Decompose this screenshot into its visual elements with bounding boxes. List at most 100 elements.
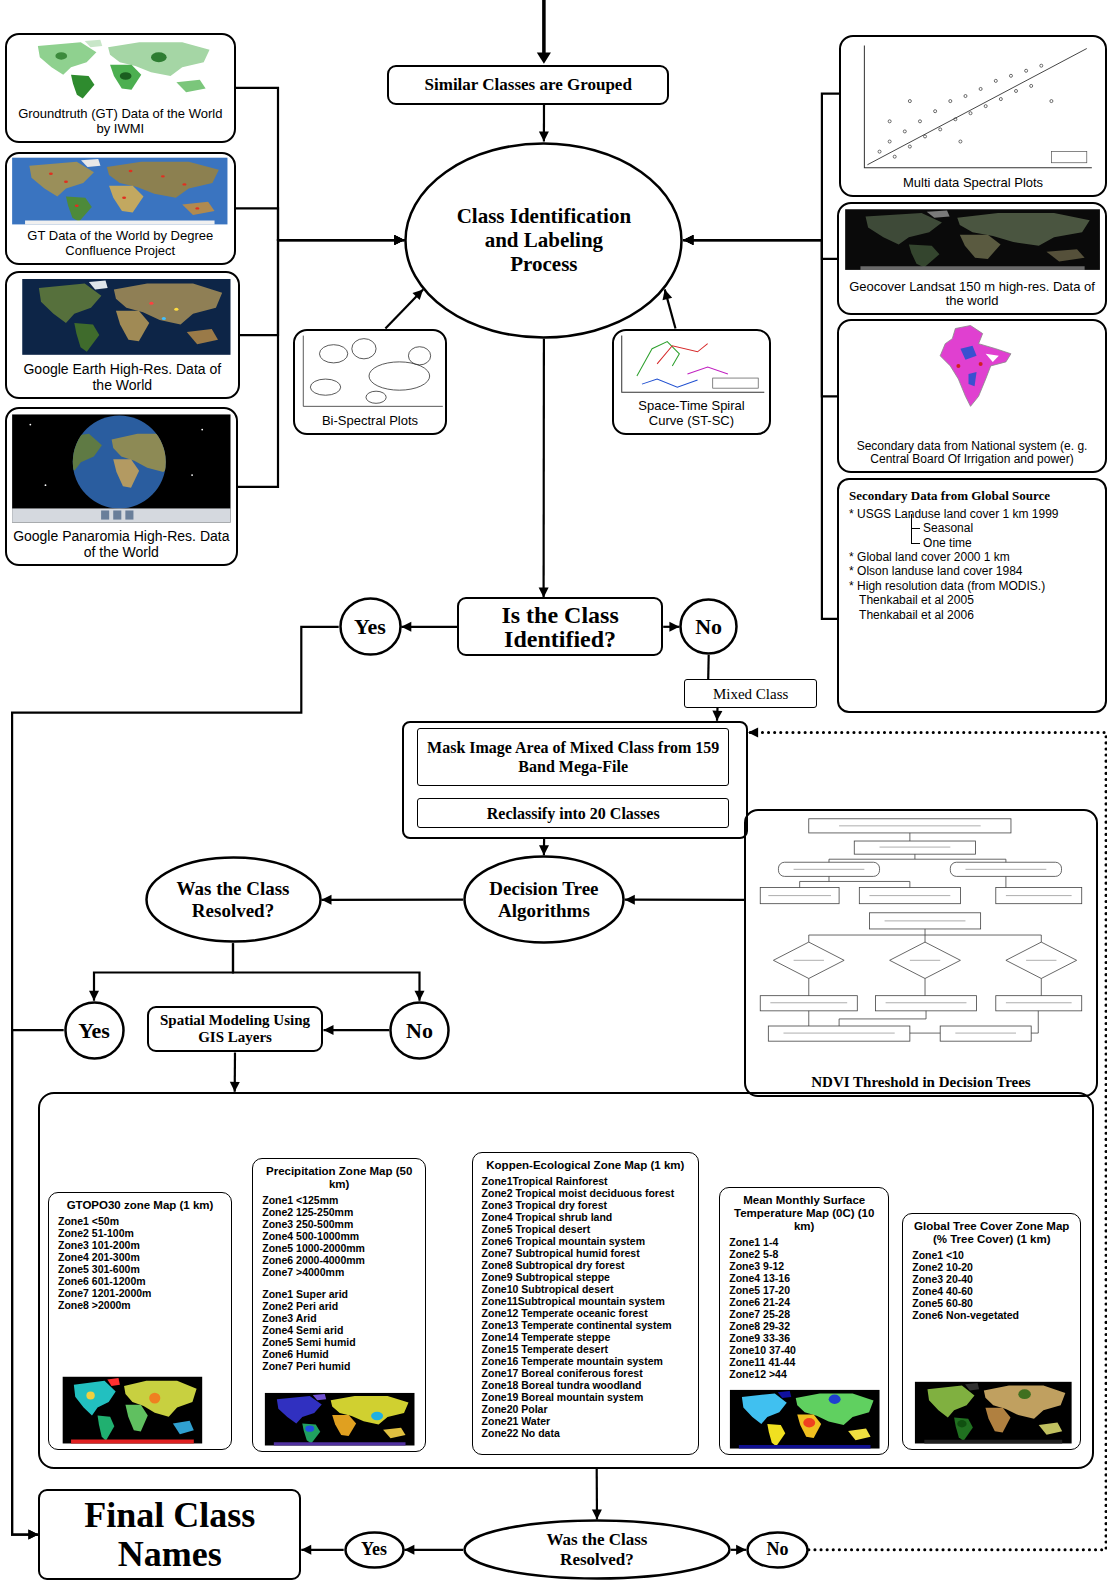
spectral-scatter-plot-part-part	[918, 120, 921, 123]
connector	[683, 235, 837, 259]
confluence-map-part	[129, 170, 133, 172]
ndvi-flowchart-part	[940, 1026, 1031, 1041]
connector-line	[236, 88, 405, 240]
connector-line	[683, 240, 837, 259]
data-source-panel: Google Earth High-Res. Data of the World	[5, 271, 240, 399]
node-label: Google Earth High-Res. Data of the World	[13, 361, 232, 393]
precipitation-thumbnail-part	[305, 1426, 314, 1432]
data-source-panel: Bi-Spectral Plots	[293, 329, 447, 435]
node-label: Bi-Spectral Plots	[322, 414, 418, 429]
node-label: Class Identification and Labeling Proces…	[454, 204, 634, 276]
ellipse-shape	[681, 600, 737, 654]
google-earth-map-part	[39, 284, 101, 323]
spectral-scatter-plot-part-part	[1050, 100, 1053, 103]
arrowhead	[712, 711, 722, 721]
spectral-scatter-plot-part-part	[903, 130, 906, 133]
node-label: Zone5 Semi humid	[258, 1336, 420, 1348]
arrowhead	[394, 235, 404, 245]
connector-line	[322, 899, 464, 901]
node-label: * High resolution data (from MODIS.)	[849, 579, 1045, 593]
ndvi-flowchart-part	[768, 826, 1071, 1033]
data-source-panel: Google Panaromia High-Res. Data of the W…	[5, 407, 238, 566]
precipitation-thumbnail-part	[383, 1428, 405, 1439]
connector	[236, 88, 405, 245]
ellipse-node: Was the Class Resolved?	[145, 856, 322, 943]
node-label: Zone8 >2000m	[54, 1299, 226, 1311]
geocover-map	[845, 209, 1100, 270]
arrowhead	[592, 1509, 602, 1519]
india-map-part	[986, 354, 999, 362]
node-label: Zone5 Tropical desert	[478, 1223, 693, 1235]
connector	[404, 1545, 463, 1555]
node-label: Zone22 No data	[478, 1427, 693, 1439]
geocover-map-part	[866, 213, 942, 245]
node-label: Zone9 33-36	[725, 1332, 883, 1344]
node-label: Zone3 250-500mm	[258, 1218, 420, 1230]
india-map	[940, 325, 1011, 406]
connector	[240, 235, 405, 335]
process-box: Similar Classes are Grouped	[387, 65, 669, 105]
data-source-panel: Geocover Landsat 150 m high-res. Data of…	[837, 202, 1107, 315]
panoramio-globe-part	[12, 414, 230, 522]
step-box: Mixed Class	[684, 679, 816, 707]
tree-cover-thumbnail-part	[1018, 1389, 1031, 1399]
temperature-thumbnail-part	[829, 1395, 841, 1404]
ellipse-node: Yes	[339, 597, 402, 656]
node-label: Zone2 Peri arid	[258, 1300, 420, 1312]
arrowhead	[683, 235, 693, 245]
arrowhead	[394, 235, 404, 245]
connector	[748, 728, 1106, 1550]
spectral-scatter-plot-part-part	[908, 145, 911, 148]
node-label: Yes	[354, 614, 386, 639]
zone-map-box: Mean Monthly Surface Temperature Map (0C…	[719, 1187, 889, 1455]
temperature-thumbnail-part	[778, 1391, 791, 1398]
spectral-scatter-plot-part-part	[1009, 74, 1012, 77]
gtopo30-thumbnail-part	[71, 1439, 194, 1443]
panoramio-globe-part	[45, 484, 47, 486]
bi-spectral-plot-part	[408, 347, 430, 365]
node-label: Zone12 Temperate oceanic forest	[478, 1307, 693, 1319]
node-label: Zone4 13-16	[725, 1272, 883, 1284]
precipitation-thumbnail-part	[332, 1415, 356, 1436]
connector	[539, 839, 549, 855]
data-source-panel: Multi data Spectral Plots	[839, 35, 1107, 197]
node-label: Zone6 Tropical mountain system	[478, 1235, 693, 1247]
node-label: Spatial Modeling Using GIS Layers	[155, 1012, 316, 1047]
arrowhead	[736, 1545, 746, 1555]
spectral-scatter-plot-part	[878, 64, 1053, 158]
spectral-scatter-plot-part-part	[994, 79, 997, 82]
google-earth-map-part	[187, 329, 218, 344]
confluence-map-part	[109, 186, 143, 213]
iwmi-map-part	[151, 52, 167, 62]
node-label: Zone8 29-32	[725, 1320, 883, 1332]
connector-line	[542, 339, 545, 598]
node-label: Zone9 Subtropical steppe	[478, 1271, 693, 1283]
node-label: Zone6 21-24	[725, 1296, 883, 1308]
node-label: Zone20 Polar	[478, 1403, 693, 1415]
connector	[683, 235, 837, 396]
node-label: GTOPO30 zone Map (1 km)	[54, 1199, 226, 1212]
connector	[401, 622, 457, 632]
node-label: * Global land cover 2000 1 km	[849, 550, 1010, 564]
node-label: Zone2 125-250mm	[258, 1206, 420, 1218]
node-label: Zone15 Temperate desert	[478, 1343, 693, 1355]
node-label: Decision Tree Algorithms	[476, 878, 612, 922]
data-source-panel: Space-Time Spiral Curve (ST-SC)	[612, 329, 772, 435]
spectral-scatter-plot-part	[864, 45, 1091, 167]
tree-cover-thumbnail-part	[954, 1418, 973, 1441]
connector-line	[236, 208, 405, 240]
arrowhead	[28, 1530, 38, 1540]
node-label: Zone1 Super arid	[258, 1288, 420, 1300]
connector	[385, 289, 423, 328]
connector	[89, 943, 233, 1001]
confluence-map-part	[161, 175, 165, 177]
ndvi-flowchart-part	[875, 996, 976, 1011]
temperature-thumbnail-part	[739, 1445, 871, 1449]
node-label: Zone3 Arid	[258, 1312, 420, 1324]
gtopo30-thumbnail-part	[74, 1381, 116, 1416]
tree-cover-thumbnail	[915, 1382, 1072, 1444]
connector-line	[625, 899, 744, 901]
precipitation-thumbnail-part	[277, 1396, 322, 1423]
zone-map-box: Koppen-Ecological Zone Map (1 km)Zone1Tr…	[472, 1152, 699, 1455]
